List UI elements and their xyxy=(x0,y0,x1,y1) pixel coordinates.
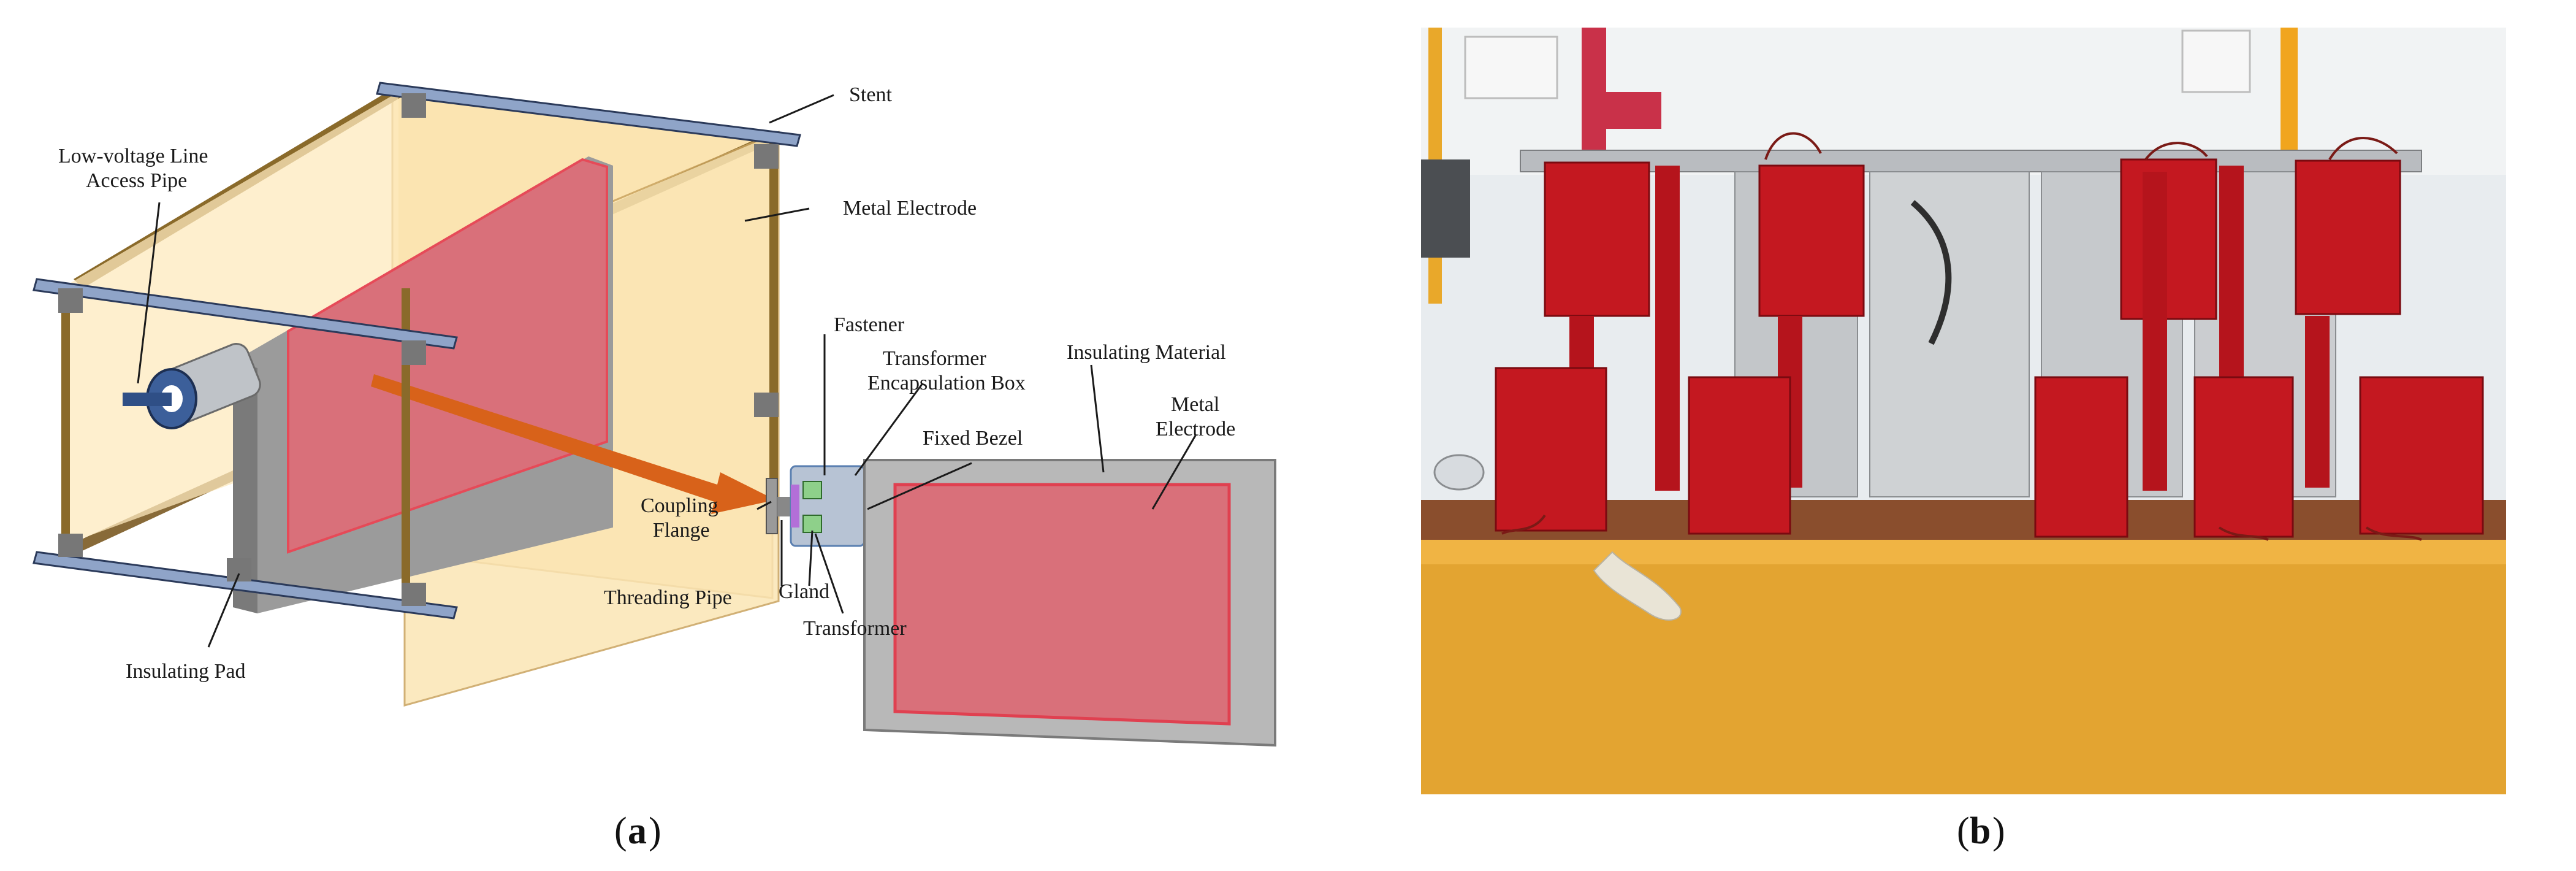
svg-text:(: ( xyxy=(614,810,627,852)
red-boxes-upper xyxy=(1544,158,2401,320)
bracket xyxy=(402,583,426,606)
panel-b-photo xyxy=(1421,28,2506,794)
label-insulating-material: Insulating Material xyxy=(1067,341,1226,364)
label-insulating-pad: Insulating Pad xyxy=(126,660,245,683)
leader-lines xyxy=(137,94,1197,648)
bracket xyxy=(754,144,779,169)
bracket xyxy=(402,340,426,365)
svg-text:(: ( xyxy=(1957,810,1970,852)
label-transformer-box-2: Encapsulation Box xyxy=(867,372,1026,394)
label-metal-electrode-main: Metal Electrode xyxy=(843,197,977,220)
label-metal-2: Electrode xyxy=(1156,418,1235,440)
label-flange: Flange xyxy=(653,519,710,542)
desk-front-highlight xyxy=(1421,540,2506,564)
left-equipment xyxy=(1421,159,1470,258)
label-metal-1: Metal xyxy=(1171,393,1219,416)
caption-b: ( b ) xyxy=(1957,810,2005,852)
bracket xyxy=(402,93,426,118)
label-fixed-bezel: Fixed Bezel xyxy=(923,427,1023,450)
caption-a: ( a ) xyxy=(614,810,661,852)
red-cable-top xyxy=(1582,28,1606,150)
label-transformer: Transformer xyxy=(803,617,907,640)
caption-a-letter: a xyxy=(628,810,647,852)
metal-electrode-inset xyxy=(893,483,1231,726)
label-stent: Stent xyxy=(849,83,892,106)
red-cable-arm xyxy=(1594,92,1661,129)
white-wire-bundle xyxy=(1593,551,1682,621)
access-pipe-cylinder xyxy=(123,343,261,429)
label-transformer-box-1: Transformer xyxy=(883,347,986,370)
panel-a-schematic: Stent Low-voltage Line Access Pipe Metal… xyxy=(32,82,1276,747)
stent-bar-front xyxy=(32,278,458,350)
label-fastener: Fastener xyxy=(834,313,905,336)
orange-arrow xyxy=(371,374,775,514)
back-right-post xyxy=(769,132,778,512)
red-boxes-lower xyxy=(1495,367,2484,538)
stent-bar-bottom xyxy=(32,551,458,620)
wires xyxy=(1501,132,2422,541)
wall-switch-right xyxy=(2181,29,2251,93)
metal-plate xyxy=(1869,171,2030,497)
front-mid-post xyxy=(402,288,410,607)
bracket xyxy=(58,534,83,557)
dark-cable xyxy=(1910,200,1952,345)
bracket xyxy=(227,558,251,581)
yellow-desk xyxy=(1421,534,2506,794)
label-low-voltage-line: Low-voltage Line xyxy=(58,145,208,167)
label-threading-pipe: Threading Pipe xyxy=(604,586,732,609)
label-coupling: Coupling xyxy=(641,494,718,517)
transformer-detail xyxy=(766,465,866,547)
label-gland: Gland xyxy=(779,580,829,603)
grey-column-face xyxy=(233,362,257,613)
stent-bar-back xyxy=(376,82,801,147)
front-left-post xyxy=(61,288,70,546)
svg-text:): ) xyxy=(1992,810,2005,852)
round-fixture xyxy=(1433,454,1485,491)
red-electrode-plate xyxy=(287,158,608,554)
caption-b-letter: b xyxy=(1970,810,1991,852)
bracket xyxy=(754,393,779,417)
bracket xyxy=(58,288,83,313)
label-access-pipe: Access Pipe xyxy=(86,169,187,192)
svg-text:): ) xyxy=(649,810,661,852)
wall-switch-left xyxy=(1464,36,1558,99)
